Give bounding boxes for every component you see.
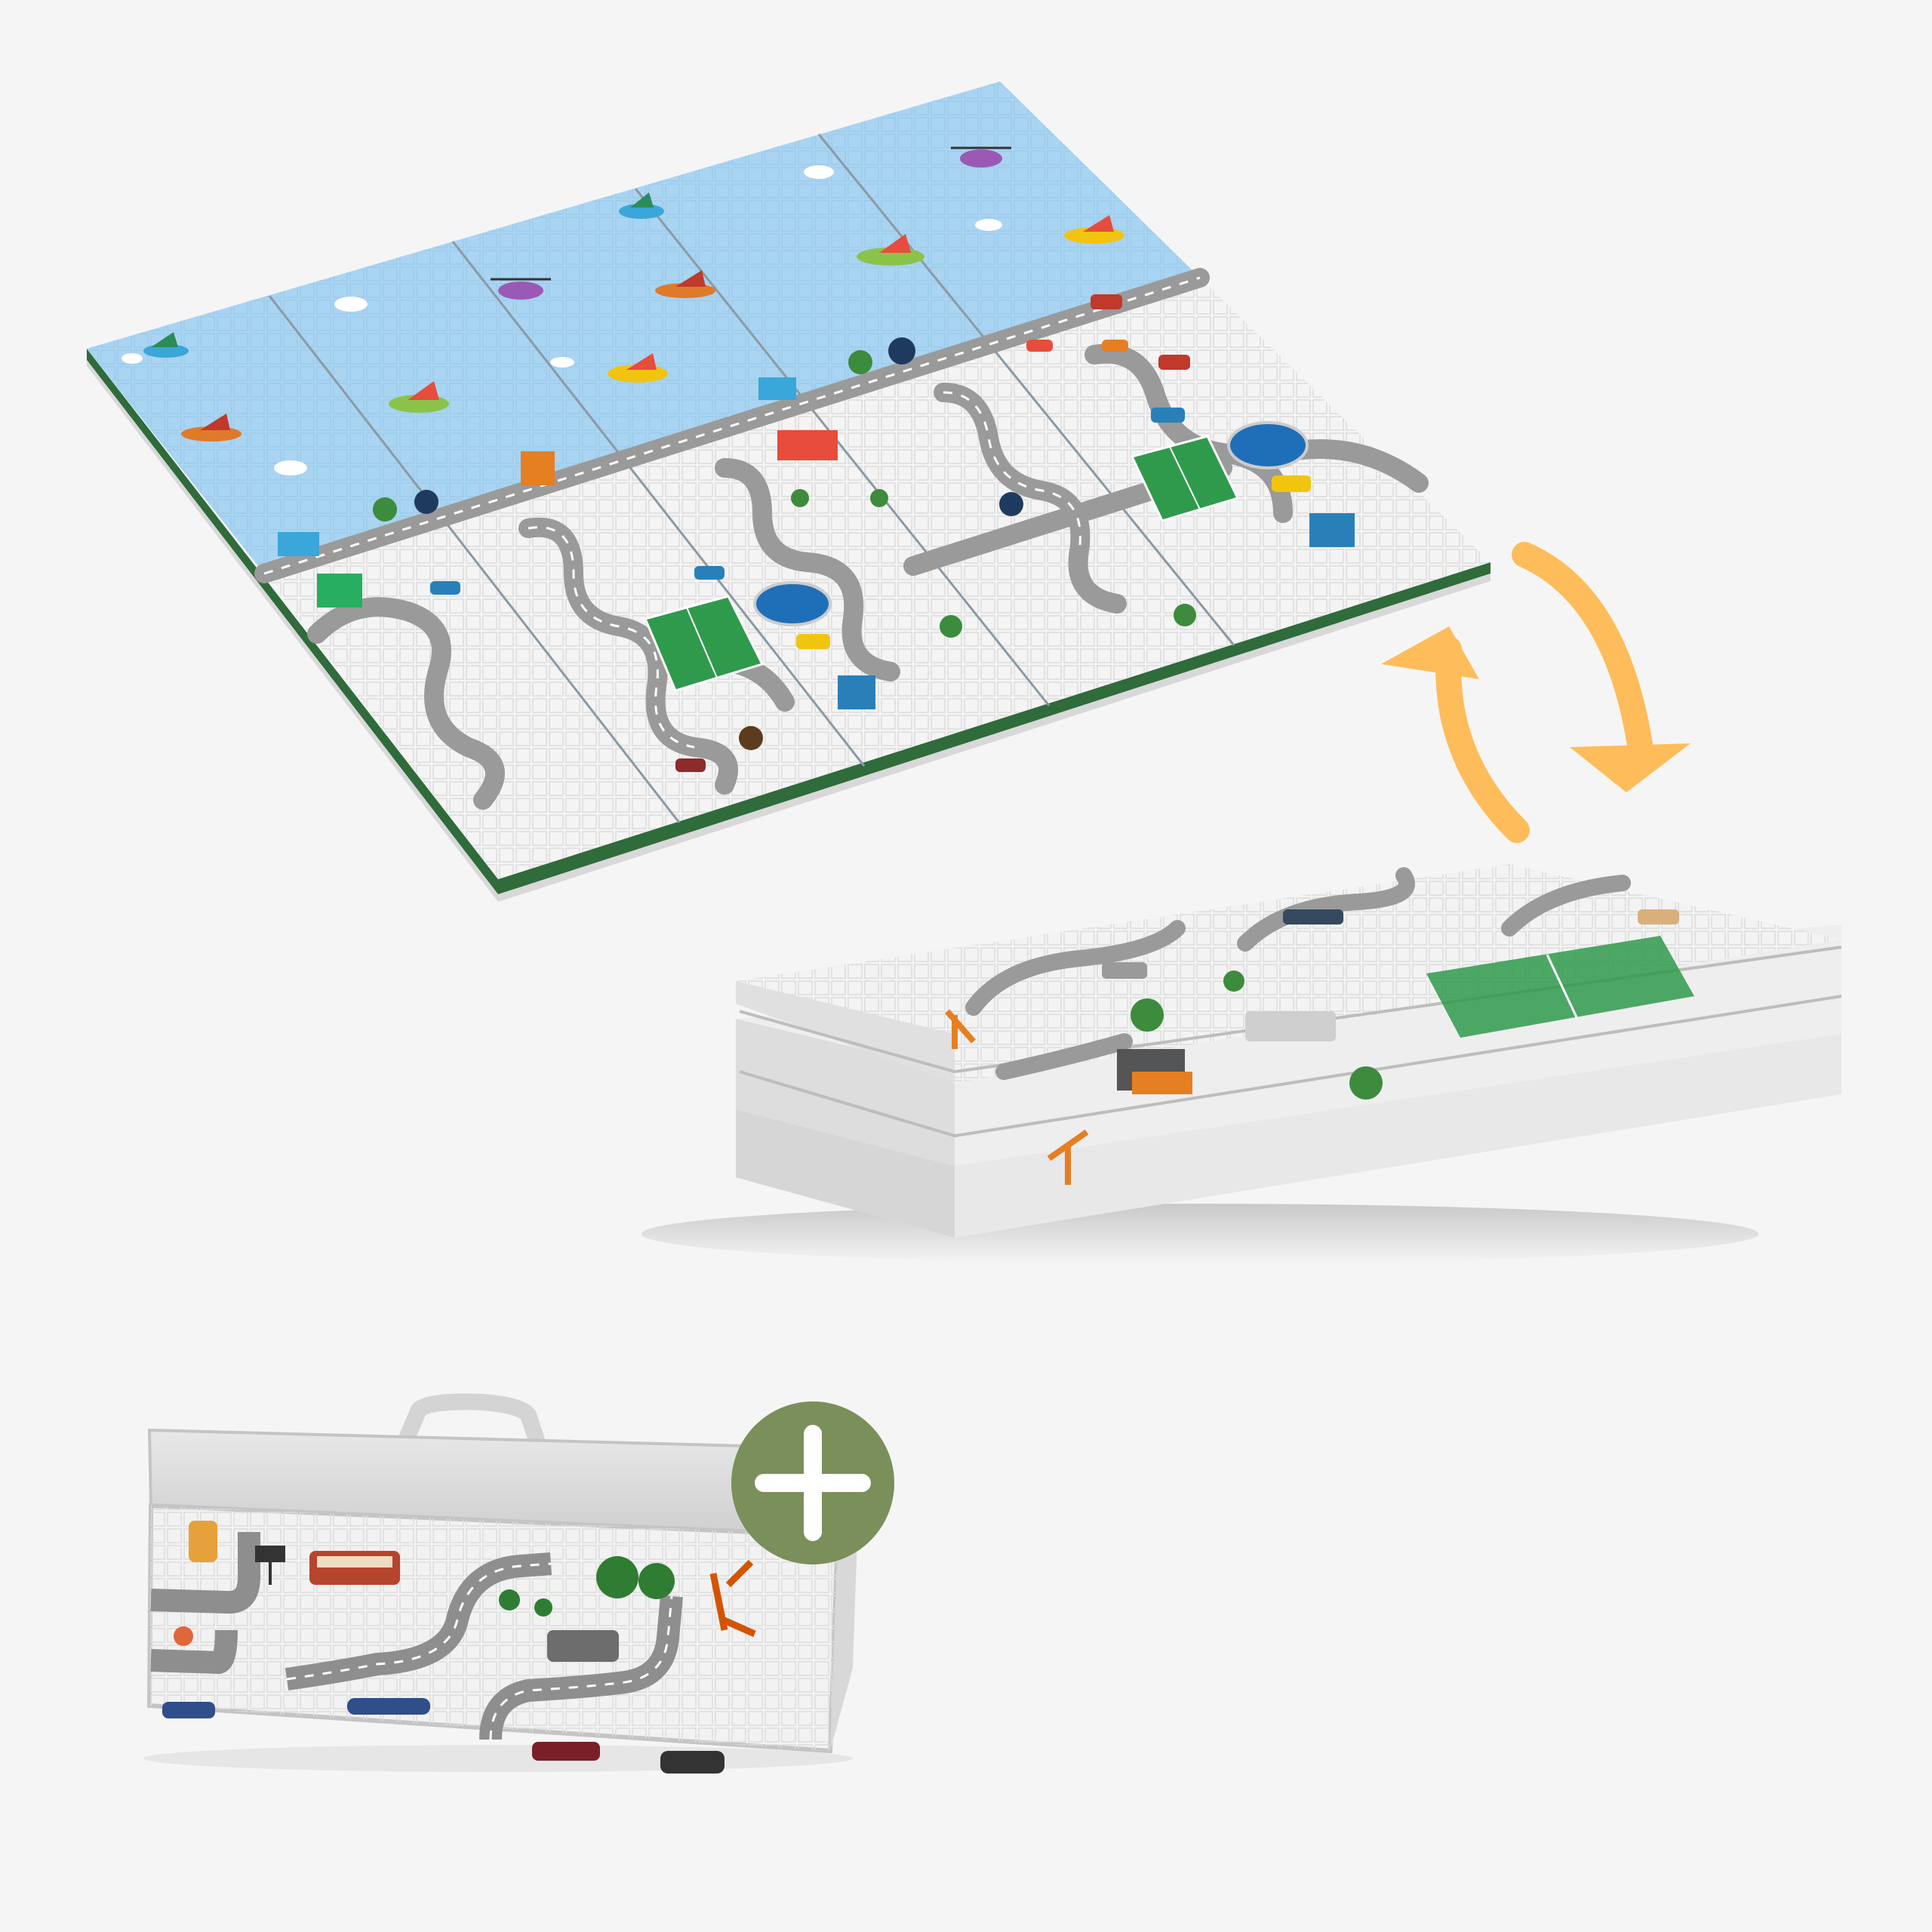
building-icon <box>278 377 1355 709</box>
helicopter-icon <box>491 278 551 300</box>
airplane-icon <box>857 234 924 266</box>
curved-double-arrow-icon <box>1381 542 1690 843</box>
airplane-icon <box>143 332 189 358</box>
airplane-icon <box>389 381 449 413</box>
swimming-pool <box>753 581 832 626</box>
cloud-icon <box>122 165 1002 475</box>
unfolded-play-mat <box>87 82 1491 902</box>
tree-icon <box>499 1556 675 1617</box>
car-icon <box>430 294 1311 772</box>
bag-handle <box>395 1393 552 1463</box>
tree-icon <box>1131 971 1383 1100</box>
sign-icon <box>174 1546 285 1646</box>
bus-icon <box>309 1551 400 1585</box>
tennis-court <box>1426 936 1694 1038</box>
helicopter-icon <box>951 146 1011 168</box>
tree-icon <box>373 337 1196 750</box>
tennis-court <box>643 595 764 692</box>
airplane-icon <box>619 192 664 219</box>
panel-seams <box>268 134 1235 823</box>
car-icon <box>1102 909 1679 1041</box>
carry-bag <box>143 1393 863 1774</box>
building-icon <box>944 1009 1192 1094</box>
airplane-icon <box>655 270 715 298</box>
airplane-icon <box>1064 215 1124 244</box>
airplane-icon <box>608 353 668 383</box>
car-icon <box>162 1521 724 1774</box>
airplane-icon <box>181 414 242 441</box>
folded-play-mat <box>641 864 1842 1264</box>
folded-top-roads <box>965 867 1631 1080</box>
plus-icon <box>731 1401 894 1564</box>
swimming-pool <box>1227 421 1309 469</box>
tennis-court <box>1130 435 1240 522</box>
